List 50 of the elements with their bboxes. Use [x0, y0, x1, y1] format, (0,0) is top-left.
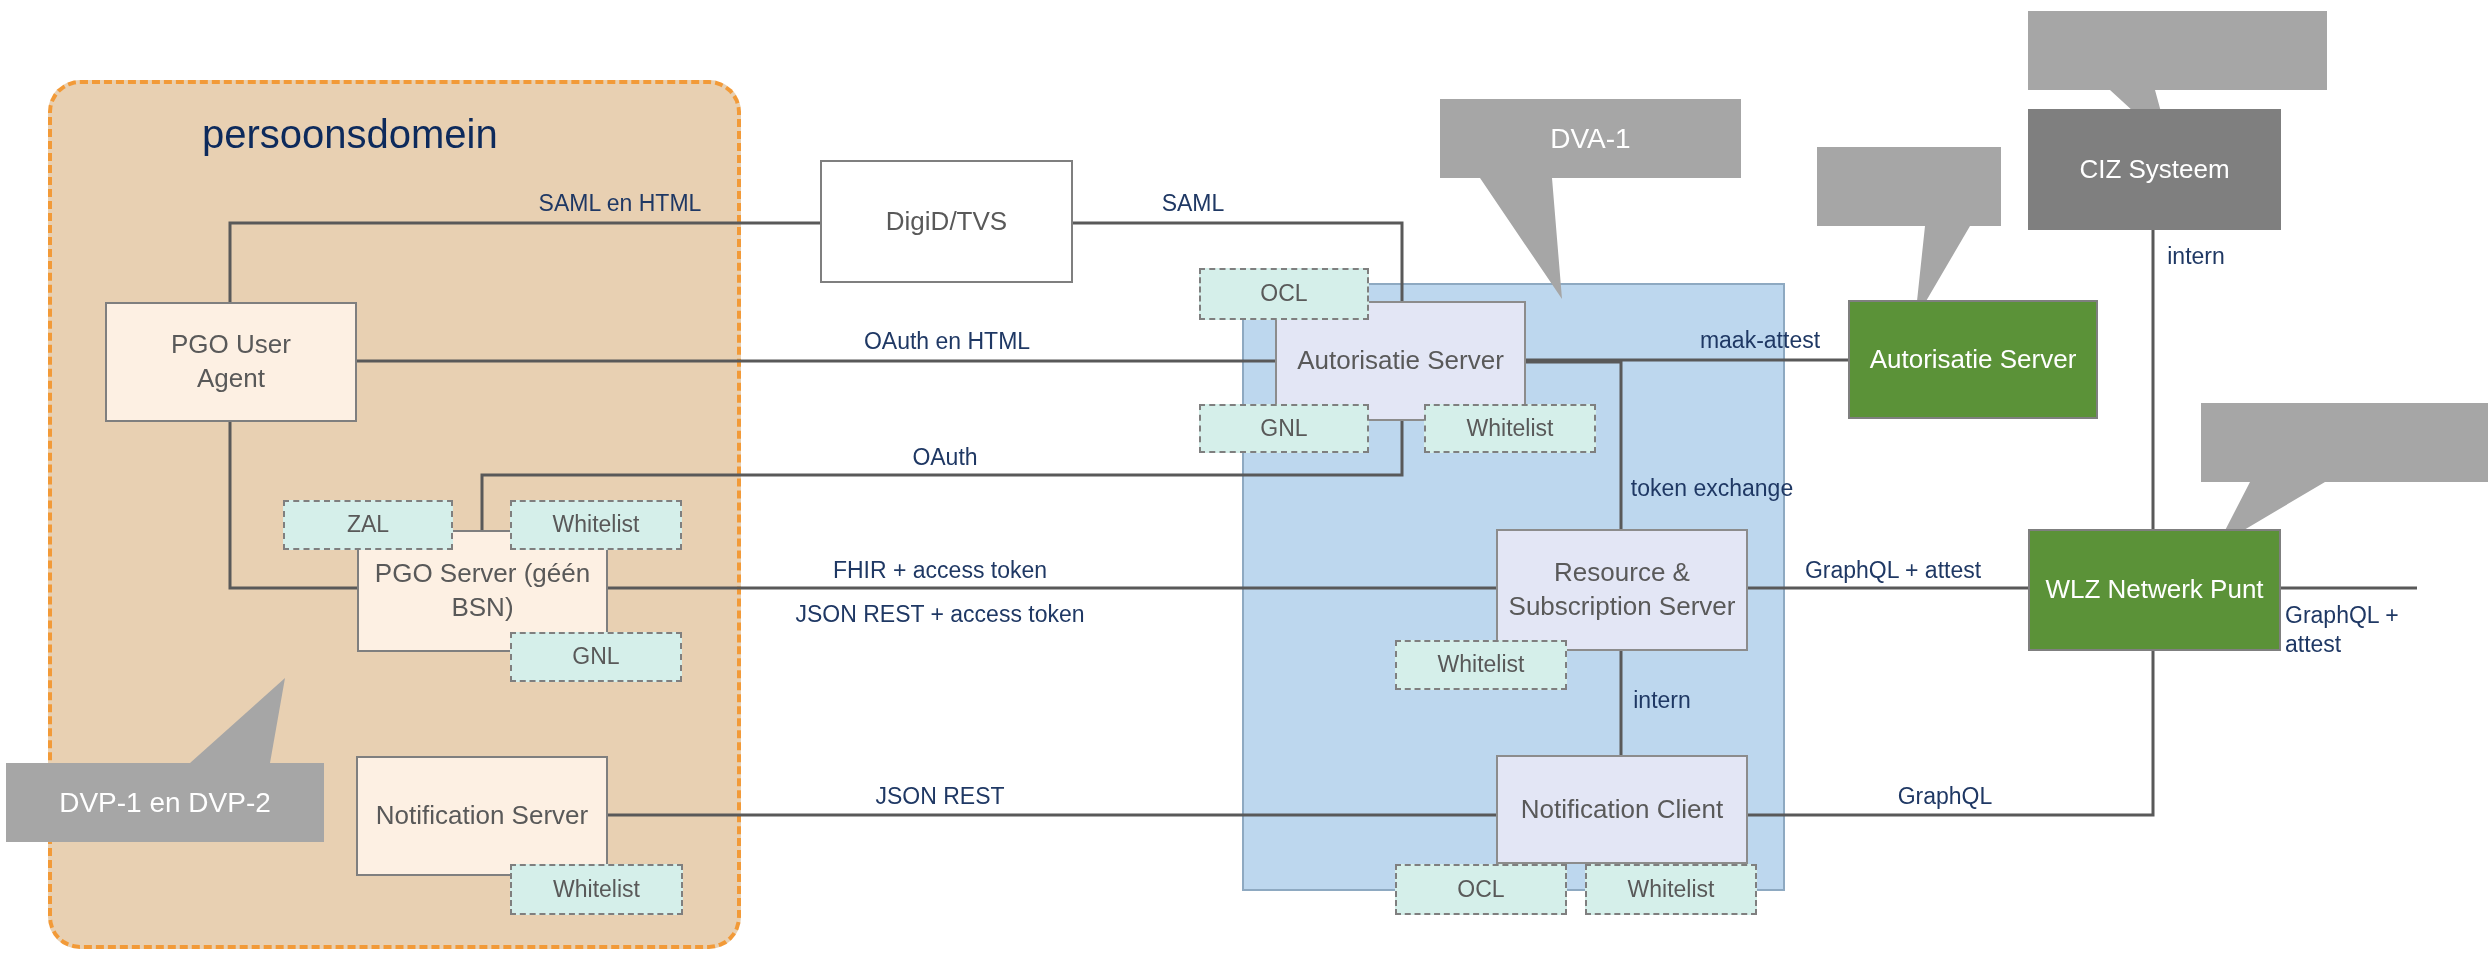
edge-label: OAuth [912, 442, 978, 472]
connector-line [357, 359, 1275, 363]
domain-title: persoonsdomein [202, 112, 498, 157]
tag-label: Whitelist [510, 864, 683, 915]
edge-label: OAuth en HTML [863, 326, 1031, 356]
connector-line [480, 421, 1404, 530]
edge-label: maak-attest [1699, 325, 1821, 355]
system-box: CIZ Systeem [2028, 109, 2281, 230]
edge-label: GraphQL [1897, 781, 1993, 811]
connector-line [1526, 358, 1848, 362]
edge-label: intern [2167, 241, 2225, 271]
connector-line [1748, 586, 2028, 590]
edge-label: SAML en HTML [538, 188, 702, 218]
tag-label: GNL [1199, 404, 1369, 453]
connector-line [228, 221, 820, 302]
service-box: WLZ Netwerk Punt [2028, 529, 2281, 651]
connector-line [1526, 360, 1623, 529]
edge-label: JSON REST [875, 781, 1005, 811]
tag-label: Whitelist [510, 500, 682, 550]
edge-label: GraphQL + attest [1804, 555, 1982, 585]
tag-label: OCL [1199, 268, 1369, 320]
connector-line [2151, 230, 2155, 529]
component-box: Notification Server [356, 756, 608, 876]
service-box: Autorisatie Server [1848, 300, 2098, 419]
component-box: Resource & Subscription Server [1496, 529, 1748, 651]
edge-label: intern [1633, 685, 1691, 715]
callout-text: DVA-1 [1549, 121, 1632, 156]
connector-line [1073, 221, 1404, 301]
tag-label: Whitelist [1395, 640, 1567, 690]
connector-line [608, 813, 1496, 817]
tag-label: Whitelist [1585, 864, 1757, 915]
tag-label: Whitelist [1424, 404, 1596, 453]
tag-label: GNL [510, 632, 682, 682]
connector-line [1619, 651, 1623, 755]
tag-label: OCL [1395, 864, 1567, 915]
service-box: DigiD/TVS [820, 160, 1073, 283]
domain-container [48, 80, 741, 949]
callout-text: DVP-1 en DVP-2 [58, 785, 272, 820]
component-box: Notification Client [1496, 755, 1748, 864]
component-box: PGO User Agent [105, 302, 357, 422]
tag-label: ZAL [283, 500, 453, 550]
connector-line [2281, 586, 2417, 590]
edge-label: FHIR + access token [832, 555, 1048, 585]
connector-line [608, 586, 1496, 590]
edge-label: GraphQL + attest [2285, 601, 2400, 659]
edge-label: SAML [1161, 188, 1225, 218]
connector-line [1748, 651, 2155, 817]
connector-line [228, 422, 357, 590]
edge-label: token exchange [1630, 473, 1794, 503]
line-label: JSON REST + access token [795, 599, 1085, 629]
